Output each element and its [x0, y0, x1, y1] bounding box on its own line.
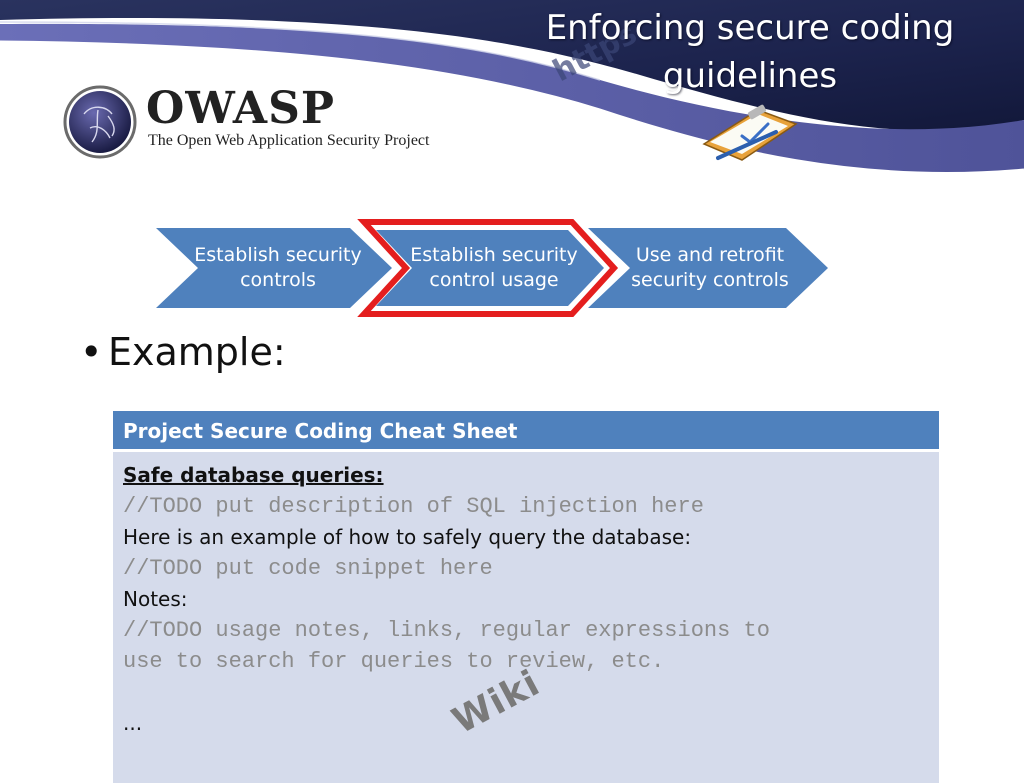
cheat-sheet-table: Project Secure Coding Cheat Sheet Safe d… — [112, 410, 940, 784]
slide-title: Enforcing secure coding guidelines — [545, 8, 955, 96]
bullet-dot-icon: • — [80, 330, 103, 374]
bullet-item: •Example: — [80, 330, 286, 374]
logo-name: OWASP — [146, 83, 335, 134]
process-step-3-label: Use and retrofit security controls — [631, 244, 789, 291]
table-line: Here is an example of how to safely quer… — [123, 525, 692, 549]
process-step-1-shape — [156, 228, 392, 308]
table-header: Project Secure Coding Cheat Sheet — [113, 411, 939, 452]
process-step-1-label: Establish security controls — [194, 244, 362, 291]
bullet-text: Example: — [108, 330, 286, 374]
table-line: ... — [123, 711, 143, 735]
table-line: //TODO usage notes, links, regular expre… — [123, 618, 770, 643]
owasp-logo: OWASP The Open Web Application Security … — [62, 84, 462, 160]
logo-tagline: The Open Web Application Security Projec… — [148, 132, 430, 149]
table-line: //TODO put description of SQL injection … — [123, 494, 704, 519]
table-line: //TODO put code snippet here — [123, 556, 493, 581]
section-title: Safe database queries: — [123, 463, 384, 487]
table-line: use to search for queries to review, etc… — [123, 649, 665, 674]
process-step-3-shape — [588, 228, 828, 308]
process-step-2-label: Establish security control usage — [410, 244, 578, 291]
table-line: Notes: — [123, 587, 188, 611]
process-step-2-shape — [376, 230, 604, 306]
clipboard-check-icon — [702, 104, 798, 161]
table-body: Safe database queries: //TODO put descri… — [113, 452, 939, 739]
process-chevrons — [156, 219, 828, 317]
owasp-globe-icon — [63, 85, 137, 159]
